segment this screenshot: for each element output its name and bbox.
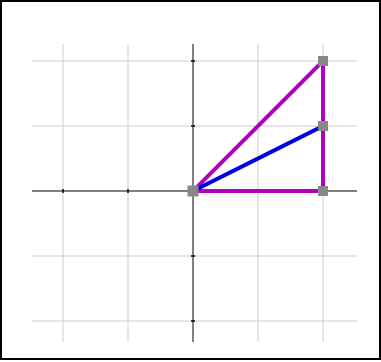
point-handle[interactable] xyxy=(318,56,328,66)
vector-segment[interactable] xyxy=(192,124,324,193)
point-handle[interactable] xyxy=(318,186,328,196)
point-handle[interactable] xyxy=(187,185,199,197)
point-handle[interactable] xyxy=(318,121,328,131)
